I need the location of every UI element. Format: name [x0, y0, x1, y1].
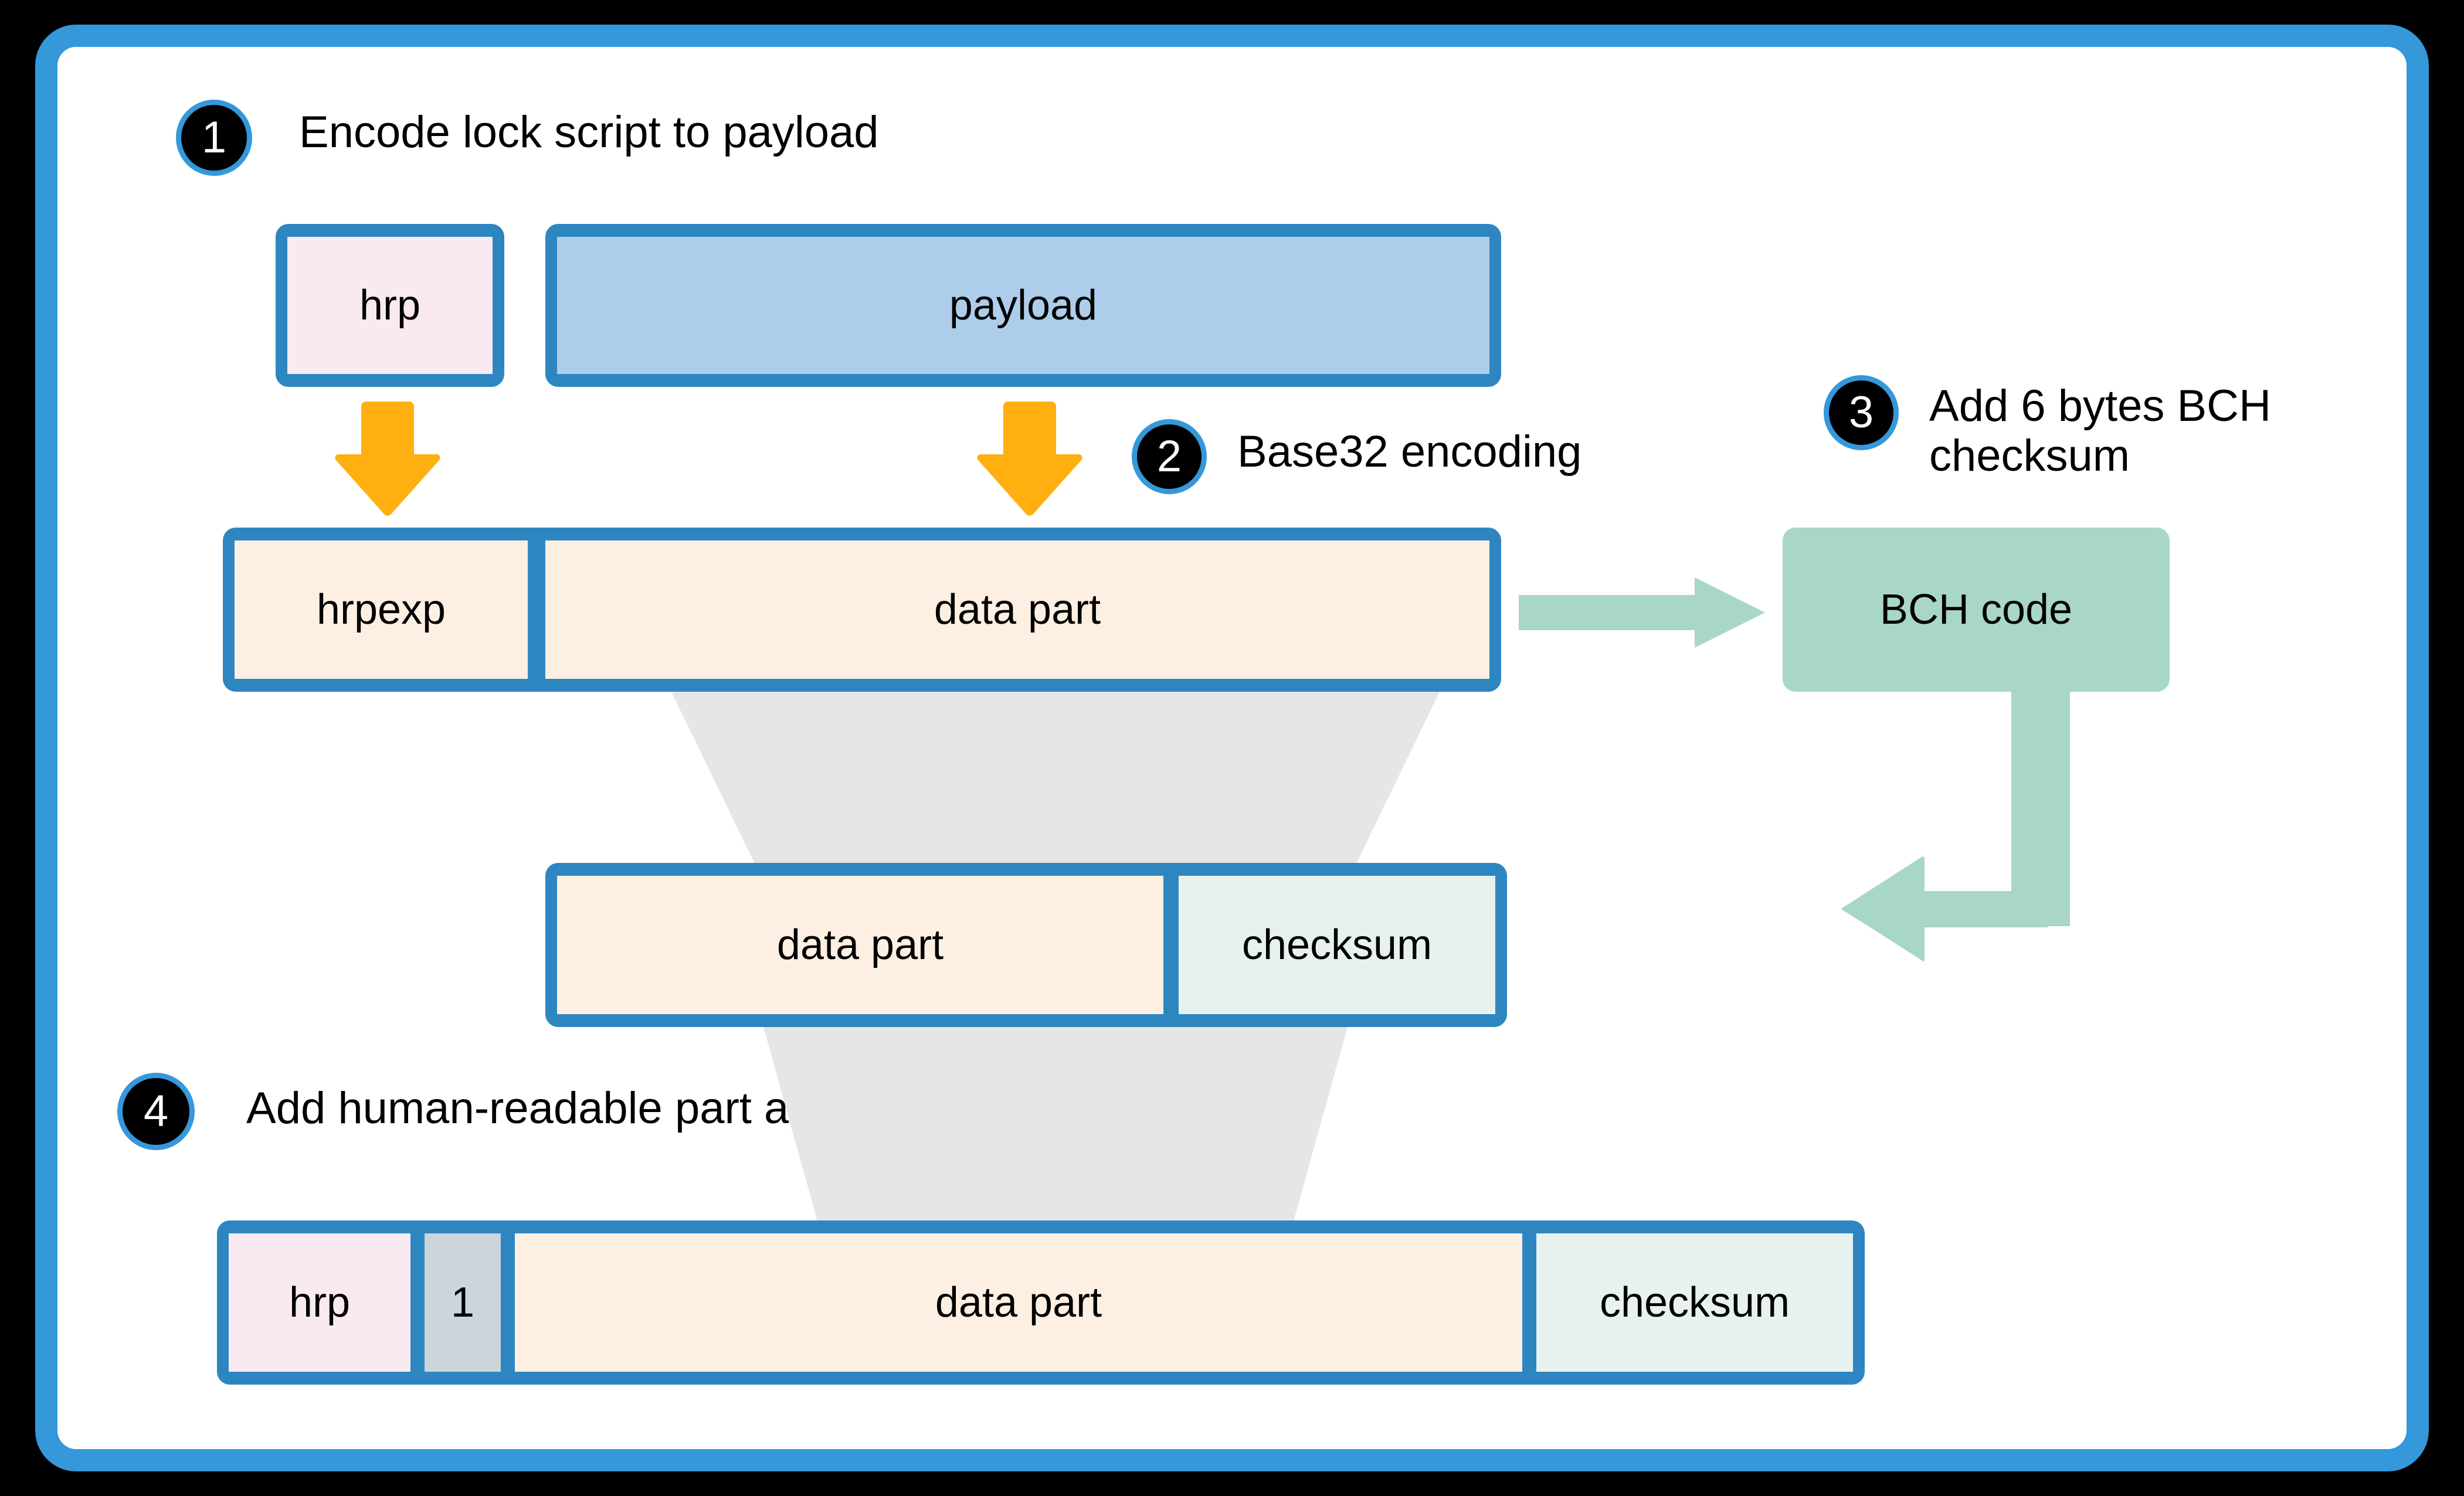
- step-number-4: 4: [143, 1086, 169, 1136]
- step-label-2: Base32 encoding: [1237, 427, 1582, 477]
- step-label-1: Encode lock script to payload: [299, 107, 879, 157]
- cell-checksum-row3-label: checksum: [1241, 922, 1433, 968]
- row-final-address: hrp 1 data part checksum: [217, 1220, 1865, 1385]
- step-badge-1: 1: [176, 100, 252, 176]
- trapezoid-connector-row2-to-row3: [668, 686, 1443, 879]
- row-checksum: data part checksum: [545, 863, 1507, 1027]
- row-base32: hrpexp data part: [223, 528, 1501, 692]
- cell-hrpexp-label: hrpexp: [316, 586, 446, 633]
- cell-data-part-row4: data part: [515, 1233, 1522, 1372]
- step-number-2: 2: [1156, 431, 1182, 481]
- cell-data-part-row2: data part: [545, 540, 1489, 679]
- cell-hrp: hrp: [287, 237, 493, 374]
- cell-data-part-row3-label: data part: [776, 922, 944, 968]
- cell-checksum-row3: checksum: [1179, 876, 1495, 1014]
- right-arrow-icon-data-to-bch: [1519, 577, 1765, 648]
- step-number-3: 3: [1848, 387, 1874, 437]
- cell-payload: payload: [557, 237, 1489, 374]
- step-badge-3: 3: [1824, 375, 1899, 450]
- row-lock-script-payload: payload: [545, 224, 1501, 387]
- trapezoid-connector-row3-to-row4: [762, 1023, 1349, 1234]
- elbow-arrow-icon-bch-to-checksum: [1841, 692, 2070, 961]
- cell-hrp-row4-label: hrp: [289, 1279, 351, 1326]
- cell-hrpexp: hrpexp: [235, 540, 528, 679]
- cell-data-part-row2-label: data part: [934, 586, 1101, 633]
- cell-checksum-row4-label: checksum: [1599, 1279, 1790, 1326]
- step-badge-2: 2: [1132, 419, 1207, 494]
- down-arrow-icon-payload-to-data: [977, 402, 1082, 516]
- cell-data-part-row3: data part: [557, 876, 1163, 1014]
- step-number-1: 1: [201, 113, 227, 162]
- bch-code-box: BCH code: [1783, 528, 2170, 692]
- down-arrow-icon-hrp-to-hrpexp: [335, 402, 440, 516]
- row-lock-script-hrp: hrp: [276, 224, 504, 387]
- cell-hrp-row4: hrp: [229, 1233, 410, 1372]
- bch-code-label: BCH code: [1879, 586, 2073, 633]
- cell-payload-label: payload: [949, 282, 1098, 329]
- step-label-3: Add 6 bytes BCH checksum: [1929, 381, 2271, 481]
- cell-separator-row4-label: 1: [450, 1279, 475, 1326]
- cell-data-part-row4-label: data part: [935, 1279, 1102, 1326]
- cell-separator-row4: 1: [425, 1233, 501, 1372]
- cell-hrp-label: hrp: [359, 282, 421, 329]
- cell-checksum-row4: checksum: [1536, 1233, 1853, 1372]
- step-badge-4: 4: [117, 1073, 195, 1150]
